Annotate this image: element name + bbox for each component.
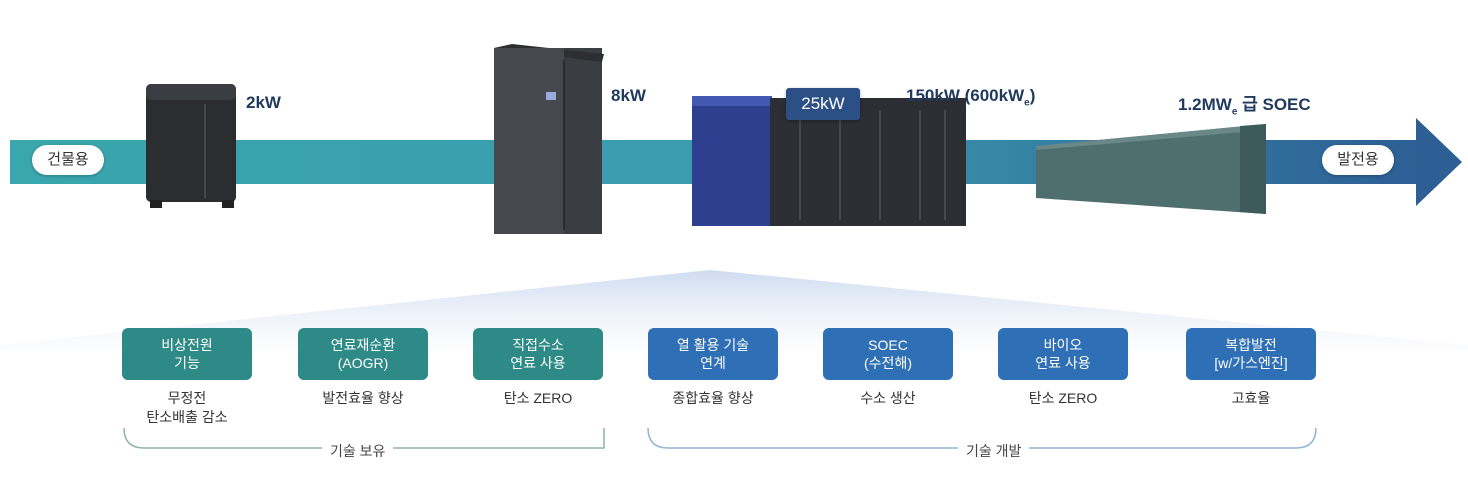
capacity-150kw: 150kW (600kWe) (906, 86, 1036, 109)
arrow-start-label: 건물용 (32, 145, 104, 175)
arrow-end-label: 발전용 (1322, 145, 1394, 175)
feature-box-soec: SOEC(수전해) (823, 328, 953, 380)
capacity-8kw: 8kW (611, 86, 646, 105)
unit-soec-image (1036, 124, 1266, 214)
feature-desc-bio-fuel: 탄소 ZERO (1028, 390, 1098, 406)
unit-8kw-image (494, 44, 604, 234)
feature-desc-aogr: 발전효율 향상 (322, 390, 404, 406)
capacity-soec: 1.2MWe 급 SOEC (1178, 95, 1311, 118)
feature-box-aogr: 연료재순환(AOGR) (298, 328, 428, 380)
arrow-head (1416, 118, 1462, 206)
capacity-2kw: 2kW (246, 93, 281, 112)
feature-desc-combined-generation: 고효율 (1231, 390, 1271, 406)
feature-box-combined-generation: 복합발전[w/가스엔진] (1186, 328, 1316, 380)
group-label-owned: 기술 보유 (322, 441, 394, 461)
unit-2kw-image (146, 84, 236, 208)
feature-desc-soec: 수소 생산 (860, 390, 916, 406)
feature-desc-direct-hydrogen: 탄소 ZERO (503, 390, 573, 406)
group-label-developing: 기술 개발 (958, 441, 1030, 461)
feature-desc-heat-utilization: 종합효율 향상 (672, 390, 754, 406)
capacity-25kw-badge: 25kW (786, 88, 860, 120)
